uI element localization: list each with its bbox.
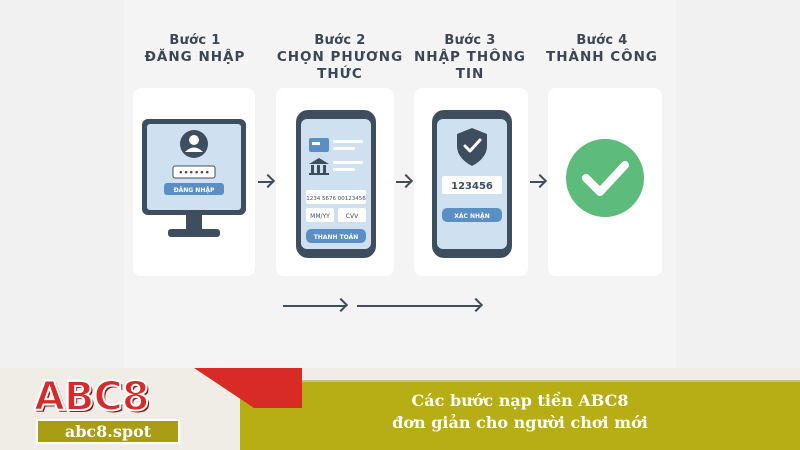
expiry-placeholder: MM/YY — [310, 213, 330, 220]
banner-caption: Các bước nạp tiền ABC8 đơn giản cho ngườ… — [240, 390, 800, 434]
pay-button — [306, 229, 366, 243]
card-number-text: 1234 5676 00123456 — [306, 196, 366, 202]
shield-check-icon — [457, 128, 487, 166]
confirm-button-label: XÁC NHẬN — [454, 213, 489, 220]
caption-line-1: Các bước nạp tiền ABC8 — [411, 391, 629, 410]
arrow-right-icon — [396, 181, 410, 183]
bank-icon — [309, 158, 329, 175]
step-1-name: ĐĂNG NHẬP — [144, 49, 246, 65]
login-button-label: ĐĂNG NHẬP — [174, 187, 215, 194]
login-button — [164, 183, 224, 195]
step-2-card: 1234 5676 00123456 MM/YY CVV THANH TOÁN — [276, 88, 394, 276]
step-3-title: Bước 3 NHẬP THÔNG TIN — [402, 32, 538, 83]
step-2-label: Bước 2 — [314, 33, 366, 48]
monitor-neck — [186, 215, 202, 229]
arrow-right-icon — [283, 305, 345, 307]
arrow-right-icon — [357, 305, 480, 307]
monitor-illustration: •••••• ĐĂNG NHẬP — [142, 119, 246, 237]
step-4-title: Bước 4 THÀNH CÔNG — [540, 32, 664, 66]
step-4-label: Bước 4 — [576, 33, 628, 48]
credit-card-icon — [309, 138, 329, 152]
caption-bar — [240, 380, 800, 450]
confirm-button — [442, 208, 502, 222]
step-3-label: Bước 3 — [444, 33, 496, 48]
site-domain[interactable]: abc8.spot — [36, 419, 180, 444]
cvv-field — [338, 208, 366, 222]
password-dots: •••••• — [178, 169, 210, 179]
check-circle-icon — [566, 139, 644, 217]
arrow-right-icon — [530, 181, 544, 183]
step-3-card: 123456 XÁC NHẬN — [414, 88, 528, 276]
expiry-field — [306, 208, 334, 222]
phone-verify-illustration: 123456 XÁC NHẬN — [432, 110, 512, 258]
step-1-card: •••••• ĐĂNG NHẬP — [133, 88, 255, 276]
pay-button-label: THANH TOÁN — [314, 234, 359, 241]
monitor-base — [168, 229, 220, 237]
arrow-right-icon — [258, 181, 272, 183]
step-4-card — [548, 88, 662, 276]
step-4-name: THÀNH CÔNG — [545, 49, 658, 65]
step-3-name: NHẬP THÔNG TIN — [413, 49, 526, 82]
verification-code: 123456 — [451, 181, 493, 192]
caption-line-2: đơn giản cho người chơi mới — [392, 413, 648, 432]
red-ribbon-decoration — [194, 368, 302, 408]
phone-payment-illustration: 1234 5676 00123456 MM/YY CVV THANH TOÁN — [296, 110, 376, 258]
code-field — [442, 176, 502, 194]
user-icon — [180, 130, 208, 158]
card-number-field — [306, 190, 366, 204]
step-1-label: Bước 1 — [169, 33, 221, 48]
brand-logo[interactable]: ABC8 — [33, 374, 151, 420]
success-illustration — [566, 139, 644, 217]
step-2-name-line1: CHỌN PHƯƠNG — [276, 49, 404, 65]
password-field — [172, 165, 216, 179]
infographic-stage: Bước 1 ĐĂNG NHẬP Bước 2 CHỌN PHƯƠNG THỨC… — [0, 0, 800, 368]
step-2-title: Bước 2 CHỌN PHƯƠNG THỨC — [268, 32, 412, 83]
step-2-name-line2: THỨC — [317, 66, 363, 82]
step-1-title: Bước 1 ĐĂNG NHẬP — [130, 32, 260, 66]
cvv-placeholder: CVV — [346, 213, 359, 220]
